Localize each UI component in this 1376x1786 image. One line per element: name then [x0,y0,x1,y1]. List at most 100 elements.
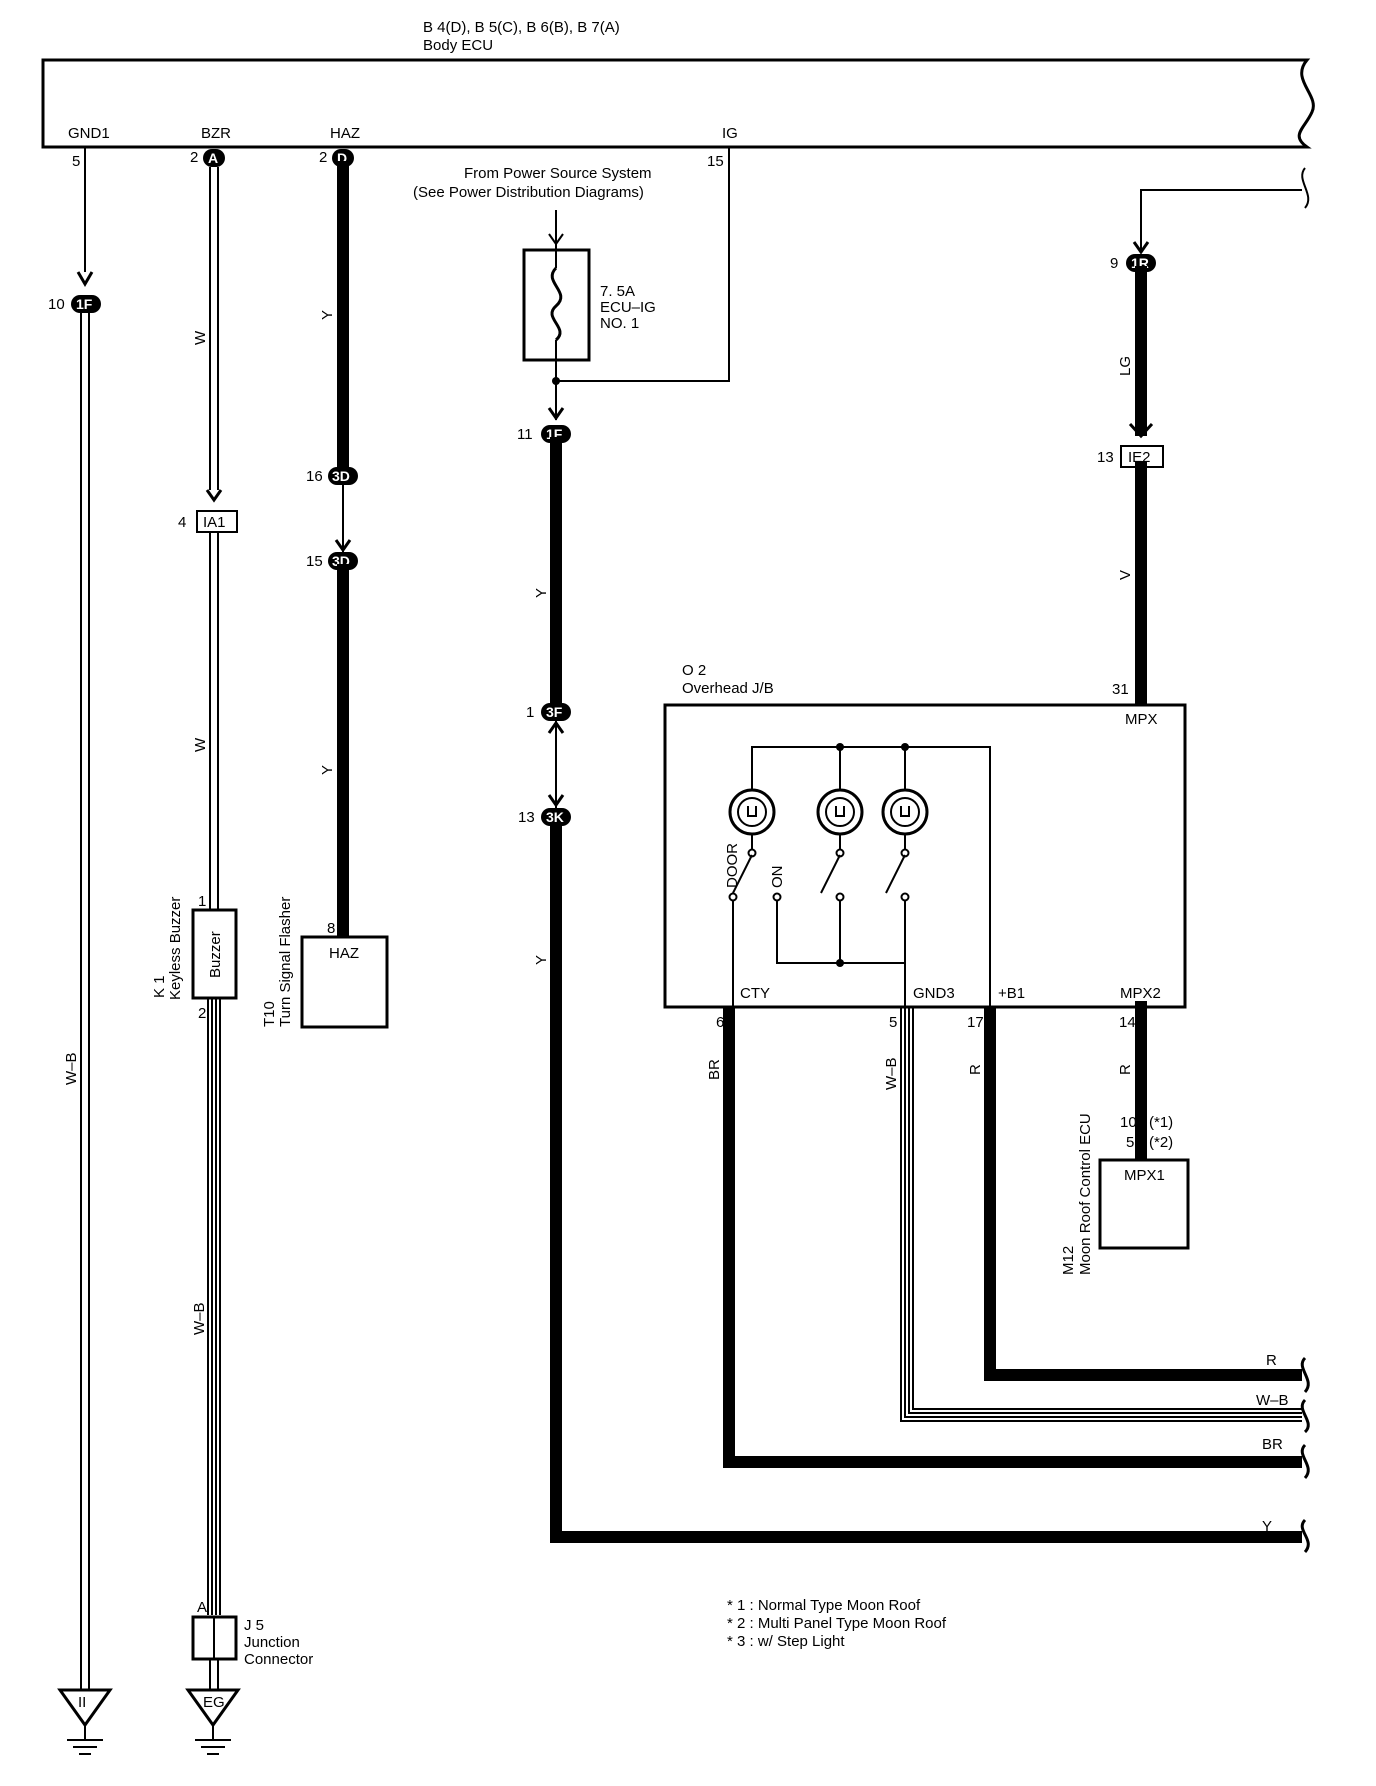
connector-3k: 3K [541,808,571,826]
ecu-connectors-label: B 4(D), B 5(C), B 6(B), B 7(A) [423,19,620,36]
connector-a-bzr: A [203,149,225,167]
svg-text:A: A [208,150,218,166]
pin-mpx1-a: 10 [1120,1114,1137,1131]
svg-text:MPX1: MPX1 [1124,1167,1165,1184]
pin-buzzer-top: 1 [198,893,206,910]
ig-feed-wire [556,147,730,382]
wire-color-r-right: R [1266,1352,1277,1369]
moon-roof-ecu-box: MPX1 [1098,1158,1190,1250]
wire-color-br-right: BR [1262,1436,1283,1453]
wire-color-wb-gnd1: W–B [63,1052,80,1085]
y-link-arrow-top [547,720,565,734]
wire-color-v: V [1117,570,1134,580]
pin-buzzer-bottom: 2 [198,1005,206,1022]
pin-1r: 9 [1110,255,1118,272]
svg-text:1F: 1F [76,296,93,312]
fuse-name: ECU–IG [600,299,656,316]
moonroof-note-1: (*1) [1149,1114,1173,1131]
y-wire-2 [550,826,1302,1543]
connector-1f-left: 1F [71,295,101,313]
power-source-line2: (See Power Distribution Diagrams) [413,184,644,201]
connector-ie2: IE2 [1120,445,1164,468]
moonroof-name: Moon Roof Control ECU [1077,1113,1094,1275]
flasher-name: Turn Signal Flasher [277,897,294,1027]
svg-text:Buzzer: Buzzer [207,931,224,978]
pin-3f: 1 [526,704,534,721]
svg-text:D: D [337,150,347,166]
ecu-terminal-bzr: BZR [201,125,231,142]
overhead-terminal-mpx2: MPX2 [1120,985,1161,1002]
overhead-jb-box [663,703,1187,1009]
fuse-out-arrow [547,407,565,421]
wire-color-wb-gnd3: W–B [883,1057,900,1090]
lamp-2 [816,788,864,836]
turn-signal-flasher-box: HAZ [300,935,389,1029]
overhead-terminal-gnd3: GND3 [913,985,955,1002]
pin-bzr: 2 [190,149,198,166]
wire-color-y-main2: Y [533,955,550,965]
junction-id: J 5 [244,1617,264,1634]
ground-ii: II [57,1688,113,1755]
pin-ia1: 4 [178,514,186,531]
svg-text:II: II [78,1694,86,1711]
wire-color-br: BR [706,1059,723,1080]
overhead-terminal-mpx: MPX [1125,711,1158,728]
pin-b1: 17 [967,1014,984,1031]
power-source-line1: From Power Source System [464,165,652,182]
fuse-number: NO. 1 [600,315,639,332]
pin-1f-mid: 11 [517,426,533,443]
buzzer-box: Buzzer [191,908,238,1000]
pin-mpx: 31 [1112,681,1129,698]
switch-door [728,834,757,1007]
br-wire [723,1007,1302,1468]
pin-3k: 13 [518,809,535,826]
r-wire-b1 [984,1007,1302,1381]
svg-text:3K: 3K [546,809,564,825]
note-1: * 1 : Normal Type Moon Roof [727,1597,921,1614]
pin-mpx1-b: 5 [1126,1134,1134,1151]
wire-color-lg: LG [1117,356,1134,376]
ecu-terminal-gnd1: GND1 [68,125,110,142]
wire-color-y-haz1: Y [319,310,336,320]
svg-text:3F: 3F [546,704,563,720]
wire-color-y-right: Y [1262,1518,1272,1535]
pin-3d-bottom: 15 [306,553,323,570]
y-link-arrow-bottom [547,794,565,808]
pin-cty: 6 [716,1014,724,1031]
pin-haz: 2 [319,149,327,166]
overhead-terminal-b1: +B1 [998,985,1025,1002]
switch-label-door: DOOR [724,843,741,888]
buzzer-id: K 1 [151,975,168,998]
wire-color-y-main1: Y [533,588,550,598]
note-3: * 3 : w/ Step Light [727,1633,845,1650]
body-ecu-box [41,58,1315,149]
overhead-id: O 2 [682,662,706,679]
wire-color-wb-bzr: W–B [191,1302,208,1335]
overhead-name: Overhead J/B [682,680,774,697]
wire-color-y-haz2: Y [319,765,336,775]
moonroof-note-2: (*2) [1149,1134,1173,1151]
buzzer-name: Keyless Buzzer [167,897,184,1000]
ie2-arrow [1128,422,1154,439]
wire-color-wb-right: W–B [1256,1392,1289,1409]
moonroof-id: M12 [1060,1246,1077,1275]
ground-eg: EG [185,1688,241,1755]
pin-junction-a: A [197,1599,207,1616]
wire-color-r-b1: R [967,1064,984,1075]
wire-color-w-2: W [192,737,209,752]
ia1-arrow [205,489,223,503]
pin-ig: 15 [707,153,724,170]
wire-color-w-1: W [192,330,209,345]
junction-line1: Junction [244,1634,300,1651]
wire-color-r-mpx2: R [1117,1064,1134,1075]
lg-input-arrow [1132,241,1150,255]
ecu-terminal-haz: HAZ [330,125,360,142]
br-wire-break [1300,1443,1310,1480]
pin-mpx2: 14 [1119,1014,1136,1031]
pin-gnd1: 5 [72,153,80,170]
fuse-box [522,248,591,362]
haz-link-arrow [334,539,352,553]
switch-3 [885,834,910,1007]
ecu-terminal-ig: IG [722,125,738,142]
